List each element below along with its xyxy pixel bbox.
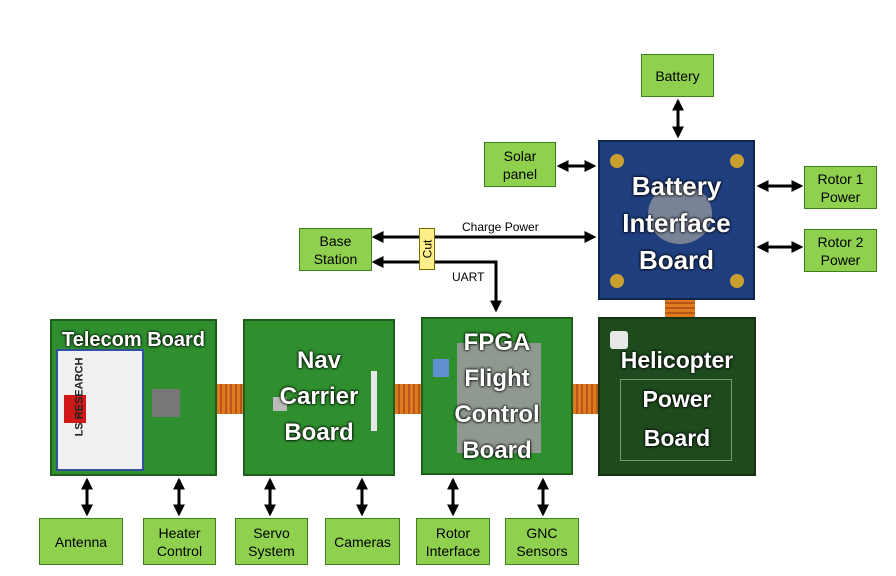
- cut-label: Cut: [419, 228, 435, 270]
- servo-system-box: Servo System: [235, 518, 308, 565]
- board-pad: [730, 274, 744, 288]
- battery-interface-board: Battery Interface Board: [598, 140, 755, 300]
- telecom-board: LS RESEARCH Telecom Board: [50, 319, 217, 476]
- gnc-sensors-box: GNC Sensors: [505, 518, 579, 565]
- board-pad: [610, 154, 624, 168]
- cut-text: Cut: [420, 239, 434, 259]
- board-label: Nav Carrier Board: [279, 347, 359, 446]
- board-chip: [152, 389, 180, 417]
- uart-label: UART: [452, 270, 485, 284]
- battery-box: Battery: [641, 54, 714, 97]
- board-strip: [371, 371, 377, 431]
- antenna-box: Antenna: [39, 518, 123, 565]
- rotor1-power-box: Rotor 1 Power: [804, 166, 877, 209]
- board-chip: [273, 397, 287, 411]
- flex-connector: [395, 384, 421, 414]
- solar-panel-box: Solar panel: [484, 142, 556, 187]
- fpga-flight-control-board: FPGA Flight Control Board: [421, 317, 573, 475]
- flex-connector: [573, 384, 598, 414]
- module-logo-block: [64, 395, 86, 423]
- nav-carrier-board: Nav Carrier Board: [243, 319, 395, 476]
- rotor-interface-box: Rotor Interface: [416, 518, 490, 565]
- board-center-pad: [648, 184, 712, 244]
- board-pad: [610, 274, 624, 288]
- board-label: Telecom Board: [62, 329, 205, 351]
- flex-connector: [665, 300, 695, 317]
- board-pad: [730, 154, 744, 168]
- flex-connector: [217, 384, 243, 414]
- board-label: FPGA Flight Control Board: [454, 329, 540, 464]
- uart-arrow: [371, 256, 502, 313]
- heater-control-box: Heater Control: [143, 518, 216, 565]
- board-chip: [433, 359, 449, 377]
- charge-power-label: Charge Power: [462, 220, 539, 234]
- board-label: Battery Interface Board: [622, 171, 731, 275]
- board-trace-area: [620, 379, 732, 461]
- board-label: Helicopter Power Board: [620, 347, 734, 451]
- rotor2-power-box: Rotor 2 Power: [804, 229, 877, 272]
- cameras-box: Cameras: [325, 518, 400, 565]
- board-chip: [457, 343, 541, 453]
- board-chip: [610, 331, 628, 349]
- base-station-box: Base Station: [299, 228, 372, 271]
- helicopter-power-board: Helicopter Power Board: [598, 317, 756, 476]
- telecom-module: LS RESEARCH: [56, 349, 144, 471]
